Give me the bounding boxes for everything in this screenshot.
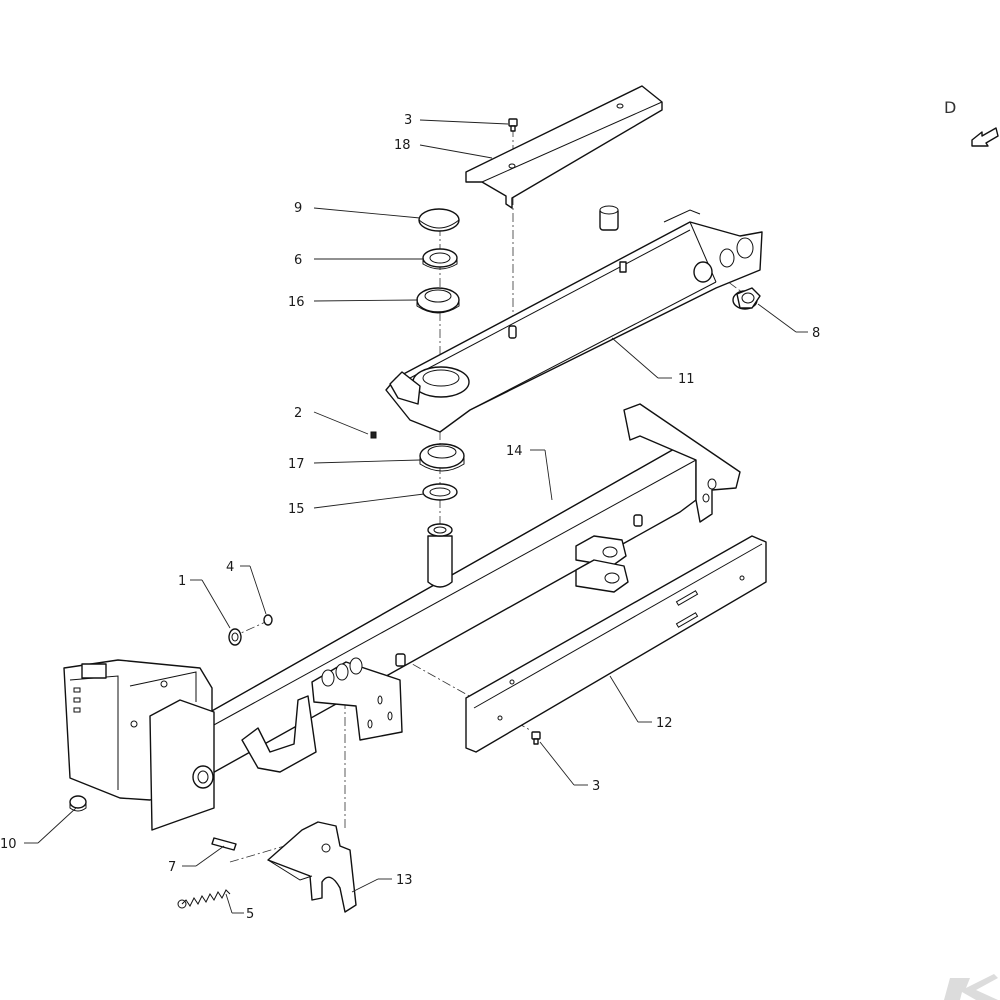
- part-12-side-rail: [465, 535, 767, 753]
- part-9-cap: [418, 208, 460, 232]
- callout-8: 8: [812, 326, 820, 341]
- part-3-bolt-top: [508, 118, 518, 132]
- part-13-latch-plate: [267, 821, 357, 913]
- part-11-upper-arm: [385, 205, 763, 433]
- callout-2: 2: [294, 406, 302, 421]
- part-2-grease-nipple: [370, 431, 377, 439]
- view-letter: D: [944, 98, 956, 117]
- callout-9: 9: [294, 201, 302, 216]
- callout-17: 17: [288, 457, 305, 472]
- part-16-bearing: [416, 287, 460, 314]
- callout-18: 18: [394, 138, 411, 153]
- callout-3-top: 3: [404, 113, 412, 128]
- part-7-pin: [211, 837, 237, 851]
- callout-12: 12: [656, 716, 673, 731]
- brand-logo-icon: [944, 974, 998, 1000]
- part-17-bearing: [419, 443, 465, 472]
- callout-3-bottom: 3: [592, 779, 600, 794]
- view-direction-marker: D: [944, 98, 999, 147]
- part-10-plug: [69, 795, 87, 812]
- part-18-cover-channel: [465, 85, 663, 209]
- callout-labels: 3 18 9 6 16 8 11 2 17 15 14 1 4 12 3 10 …: [0, 113, 820, 922]
- part-8-bush: [732, 287, 761, 310]
- part-4-ring: [263, 614, 273, 626]
- callout-14: 14: [506, 444, 523, 459]
- part-3-bolt-bottom: [531, 731, 541, 745]
- callout-5: 5: [246, 907, 254, 922]
- callout-4: 4: [226, 560, 234, 575]
- part-6-nut: [422, 248, 458, 270]
- callout-10: 10: [0, 837, 17, 852]
- callout-15: 15: [288, 502, 305, 517]
- callout-6: 6: [294, 253, 302, 268]
- callout-13: 13: [396, 873, 413, 888]
- callout-16: 16: [288, 295, 305, 310]
- part-1-washer: [228, 628, 242, 646]
- part-15-seal: [422, 483, 458, 501]
- view-direction-arrow-icon: [971, 127, 999, 147]
- callout-leaders: [24, 119, 808, 914]
- callout-7: 7: [168, 860, 176, 875]
- callout-11: 11: [678, 372, 695, 387]
- part-14-main-frame: [63, 403, 741, 831]
- part-5-spring: [177, 889, 231, 909]
- callout-1: 1: [178, 574, 186, 589]
